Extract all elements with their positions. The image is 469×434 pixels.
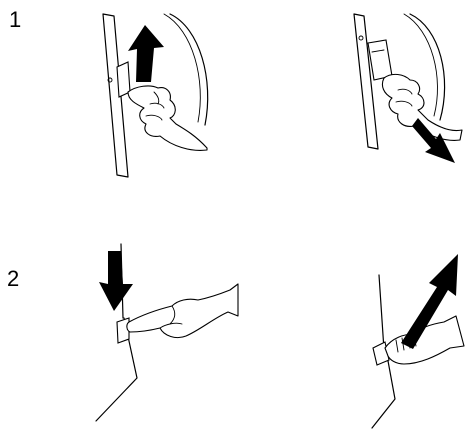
hand <box>127 284 238 338</box>
hand <box>128 86 207 150</box>
card <box>117 318 129 343</box>
panel-edge <box>379 275 384 350</box>
step2-left-illustration <box>96 244 238 421</box>
step2-right-illustration <box>372 254 464 428</box>
arrow-down-icon <box>99 251 133 311</box>
card <box>368 40 392 80</box>
hinge-dot <box>359 36 363 40</box>
step1-left-illustration <box>103 14 208 177</box>
door-panel <box>354 14 378 149</box>
door-panel <box>103 14 128 177</box>
step1-right-illustration <box>354 14 462 163</box>
arrow-up-icon <box>128 25 164 82</box>
panel-edge <box>96 318 137 421</box>
